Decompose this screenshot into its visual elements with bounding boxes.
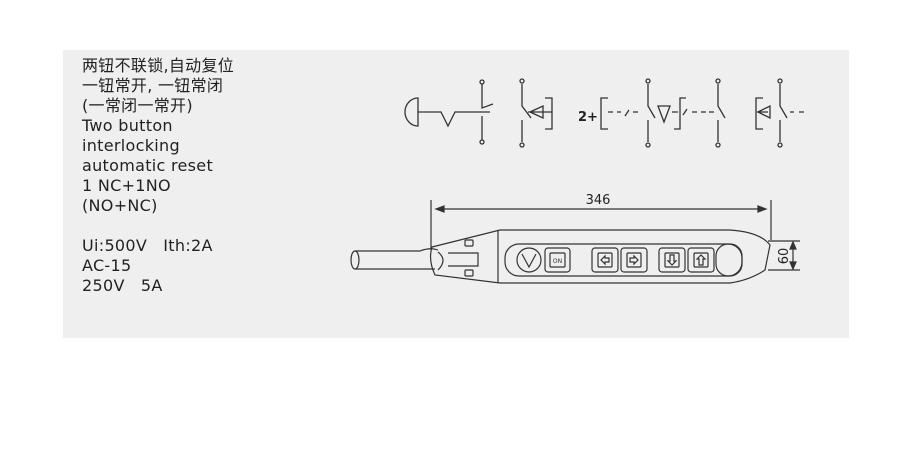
right-button — [620, 247, 648, 273]
left-button — [591, 247, 619, 273]
rating-2: AC-15 — [82, 256, 132, 275]
emergency-stop-symbol — [404, 79, 494, 145]
pendant-body — [429, 229, 771, 284]
spec-cn-2: 一钮常开, 一钮常闭 — [82, 76, 224, 95]
height-label: 60 — [777, 248, 792, 265]
on-button: ON — [544, 247, 571, 273]
spec-en-5: (NO+NC) — [82, 196, 158, 215]
length-label: 346 — [586, 193, 611, 208]
push-button-nc-symbol — [755, 78, 804, 148]
down-button — [658, 247, 686, 273]
height-dimension: 60 — [768, 240, 800, 271]
spec-en-2: interlocking — [82, 136, 180, 155]
circuit-symbols: 2+ — [404, 78, 804, 148]
on-label: ON — [553, 258, 562, 265]
interlock-switch-symbol — [600, 78, 726, 148]
spec-en-4: 1 NC+1NO — [82, 176, 171, 195]
spec-en-1: Two button — [82, 116, 173, 135]
rating-1: Ui:500V Ith:2A — [82, 236, 213, 255]
spec-en-3: automatic reset — [82, 156, 214, 175]
spec-text: 两钮不联锁,自动复位 一钮常开, 一钮常闭 (一常闭一常开) Two butto… — [82, 56, 234, 296]
stop-button — [516, 247, 542, 273]
pendant-drawing: 346 60 ON — [350, 193, 800, 284]
push-button-no-symbol — [519, 78, 553, 148]
spec-cn-3: (一常闭一常开) — [82, 96, 193, 115]
spec-cn-1: 两钮不联锁,自动复位 — [82, 56, 235, 75]
rating-3: 250V 5A — [82, 276, 163, 295]
length-dimension: 346 — [430, 193, 772, 250]
multiplier-label: 2+ — [578, 110, 598, 125]
cable — [350, 248, 439, 270]
up-button — [687, 247, 715, 273]
